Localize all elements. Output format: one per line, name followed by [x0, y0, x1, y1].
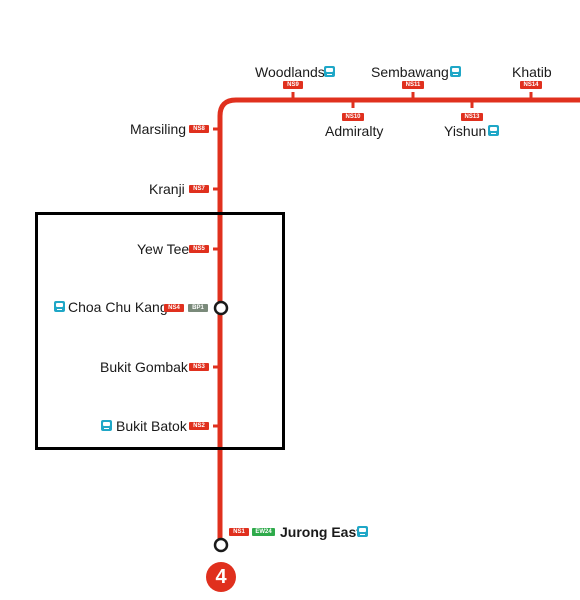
bus-icon [357, 526, 368, 537]
bus-icon [54, 301, 65, 312]
station-code: NS10 [342, 113, 364, 121]
bus-icon [450, 66, 461, 77]
station-yew-tee[interactable]: Yew Tee [137, 241, 190, 257]
station-marsiling[interactable]: Marsiling [130, 121, 187, 137]
station-admiralty[interactable]: Admiralty [325, 123, 384, 139]
bus-icon [324, 66, 335, 77]
station-code: BP1 [188, 304, 208, 312]
station-choa-chu-kang[interactable]: Choa Chu Kang [68, 299, 168, 315]
station-kranji[interactable]: Kranji [149, 181, 185, 197]
line-number-badge: 4 [206, 562, 236, 592]
interchange-choa-chu-kang[interactable] [213, 300, 229, 316]
station-code: NS8 [189, 125, 209, 133]
highlight-frame [35, 212, 285, 450]
station-bukit-batok[interactable]: Bukit Batok [116, 418, 187, 434]
station-yishun[interactable]: Yishun [444, 123, 487, 139]
station-code: NS9 [283, 81, 303, 89]
bus-icon [488, 125, 499, 136]
station-code: NS1 [229, 528, 249, 536]
station-code: NS11 [402, 81, 424, 89]
station-bukit-gombak[interactable]: Bukit Gombak [100, 359, 188, 375]
station-woodlands[interactable]: Woodlands [255, 64, 325, 80]
station-code: NS13 [461, 113, 483, 121]
station-code: NS3 [189, 363, 209, 371]
station-jurong-east[interactable]: Jurong East [280, 524, 361, 540]
station-code: NS2 [189, 422, 209, 430]
station-code: NS14 [520, 81, 542, 89]
interchange-jurong-east[interactable] [213, 537, 229, 553]
station-code: NS4 [164, 304, 184, 312]
station-code: NS5 [189, 245, 209, 253]
station-sembawang[interactable]: Sembawang [371, 64, 449, 80]
bus-icon [101, 420, 112, 431]
station-khatib[interactable]: Khatib [512, 64, 552, 80]
station-code: EW24 [252, 528, 275, 536]
station-code: NS7 [189, 185, 209, 193]
north-south-line [217, 97, 580, 545]
station-ticks [213, 92, 533, 428]
